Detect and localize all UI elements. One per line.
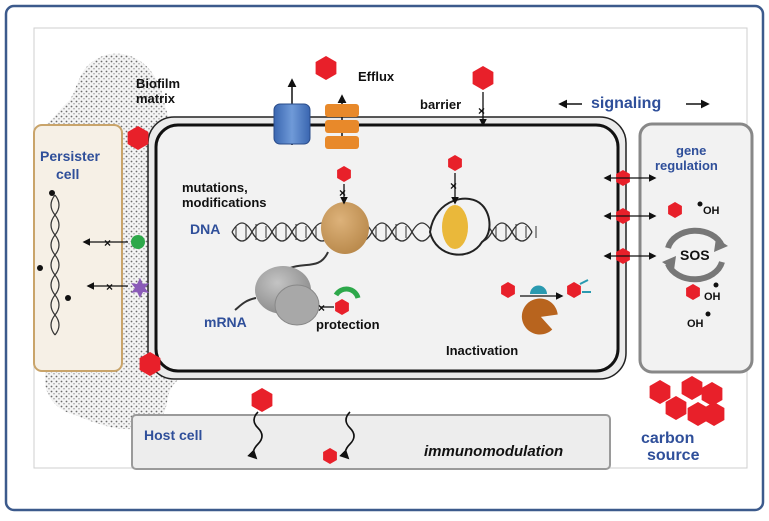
carbon-source-label: carbon bbox=[641, 430, 695, 447]
oh-label: OH bbox=[703, 205, 720, 217]
brown-enzyme bbox=[521, 298, 558, 335]
persister-cell bbox=[33, 124, 123, 372]
carbon-source-label-2: source bbox=[647, 447, 700, 464]
immunomodulation-label: immunomodulation bbox=[424, 443, 564, 460]
efflux-label: Efflux bbox=[358, 69, 395, 84]
svg-text:×: × bbox=[450, 179, 457, 193]
protection-label: protection bbox=[316, 317, 380, 332]
persister-label-2: cell bbox=[56, 166, 80, 182]
signaling-label: signaling bbox=[591, 95, 662, 112]
teal-enzyme bbox=[530, 285, 547, 294]
gene-regulation-label-2: regulation bbox=[655, 158, 718, 173]
oh-label: OH bbox=[687, 318, 704, 330]
host-cell bbox=[131, 414, 611, 470]
protection-protein bbox=[333, 286, 361, 299]
mutations-label: mutations, bbox=[182, 180, 248, 195]
inactivation-label: Inactivation bbox=[446, 343, 519, 358]
signal-arrows bbox=[603, 174, 657, 260]
efflux-pump-orange bbox=[325, 94, 359, 149]
biofilm-label-2: matrix bbox=[136, 91, 176, 106]
mrna-label: mRNA bbox=[204, 314, 247, 330]
host-cell-label: Host cell bbox=[144, 427, 203, 443]
efflux-pump-blue bbox=[273, 78, 311, 145]
purple-protein bbox=[131, 278, 149, 298]
persister-dna bbox=[50, 194, 60, 336]
oh-label: OH bbox=[704, 291, 721, 303]
biofilm-label: Biofilm bbox=[136, 76, 181, 91]
host-signal-arrow bbox=[339, 411, 355, 460]
mrna-strand bbox=[234, 297, 257, 311]
gene-regulation-label: gene bbox=[676, 143, 707, 158]
mrna-strand-top bbox=[289, 251, 329, 269]
barrier-label: barrier bbox=[420, 97, 462, 112]
svg-text:×: × bbox=[318, 301, 325, 315]
svg-text:×: × bbox=[106, 280, 113, 294]
svg-text:×: × bbox=[104, 236, 111, 250]
sos-label: SOS bbox=[680, 247, 710, 263]
svg-text:×: × bbox=[339, 186, 346, 200]
helicase-protein bbox=[442, 205, 468, 249]
persister-label: Persister bbox=[40, 148, 100, 164]
rna-polymerase bbox=[321, 202, 369, 254]
green-protein bbox=[131, 235, 145, 249]
host-signal-arrow bbox=[247, 411, 263, 460]
svg-text:×: × bbox=[478, 104, 485, 118]
dna-label: DNA bbox=[190, 221, 221, 237]
bacterial-inner-membrane bbox=[154, 123, 620, 373]
gene-regulation-cell bbox=[638, 122, 754, 374]
ribosome bbox=[255, 266, 320, 326]
modifications-label: modifications bbox=[182, 195, 267, 210]
